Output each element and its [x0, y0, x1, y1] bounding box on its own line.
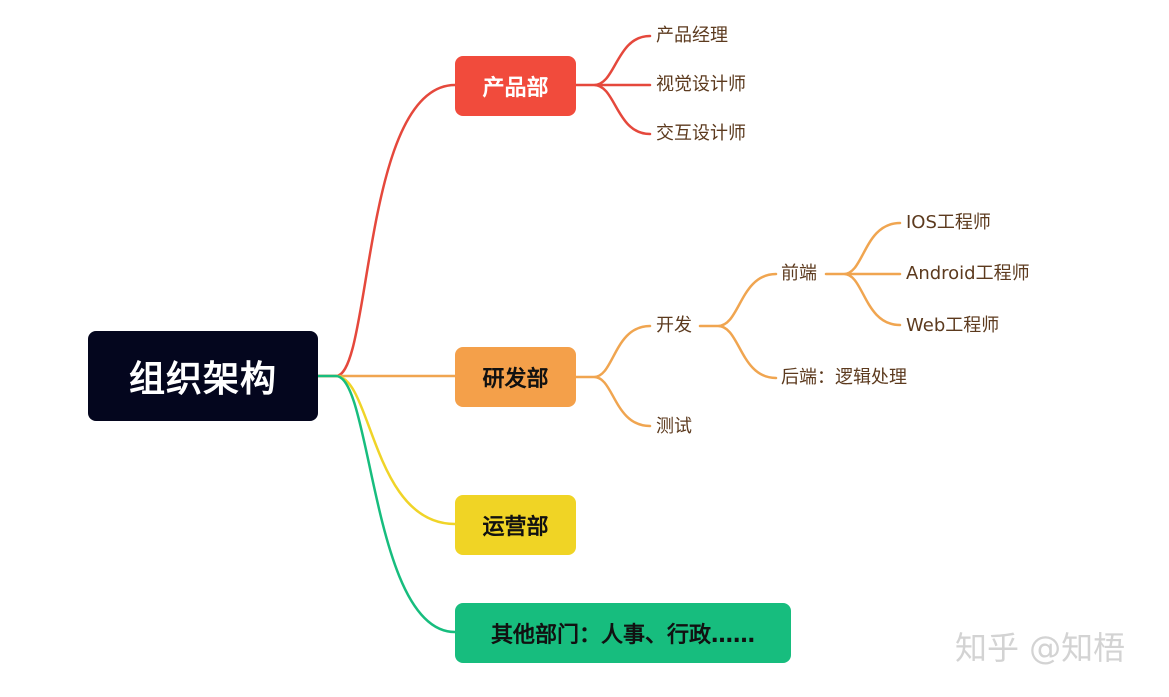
rnd-dept-node: 研发部 [455, 347, 576, 407]
watermark: 知乎 @知梧 [955, 629, 1126, 667]
product-dept-node: 产品部 [455, 56, 576, 116]
leaf-frontend: 前端 [781, 263, 817, 284]
leaf-backend: 后端：逻辑处理 [781, 367, 907, 388]
leaf-test: 测试 [656, 416, 692, 437]
connector-dev-children [698, 272, 778, 380]
leaf-dev: 开发 [656, 315, 692, 336]
leaf-ios-engineer: IOS工程师 [906, 212, 991, 233]
connector-root-ops [334, 374, 457, 526]
leaf-android-engineer: Android工程师 [906, 263, 1030, 284]
connector-frontend-children [824, 221, 902, 327]
connector-root-other [316, 374, 457, 634]
root-node: 组织架构 [88, 331, 318, 421]
leaf-web-engineer: Web工程师 [906, 315, 1000, 336]
connector-root-product [316, 83, 457, 378]
connector-product-children [574, 34, 652, 136]
leaf-product-manager: 产品经理 [656, 25, 728, 46]
leaf-interaction-designer: 交互设计师 [656, 123, 746, 144]
other-dept-node: 其他部门：人事、行政…… [455, 603, 791, 663]
ops-dept-node: 运营部 [455, 495, 576, 555]
leaf-visual-designer: 视觉设计师 [656, 74, 746, 95]
connector-rnd-children [574, 324, 652, 428]
